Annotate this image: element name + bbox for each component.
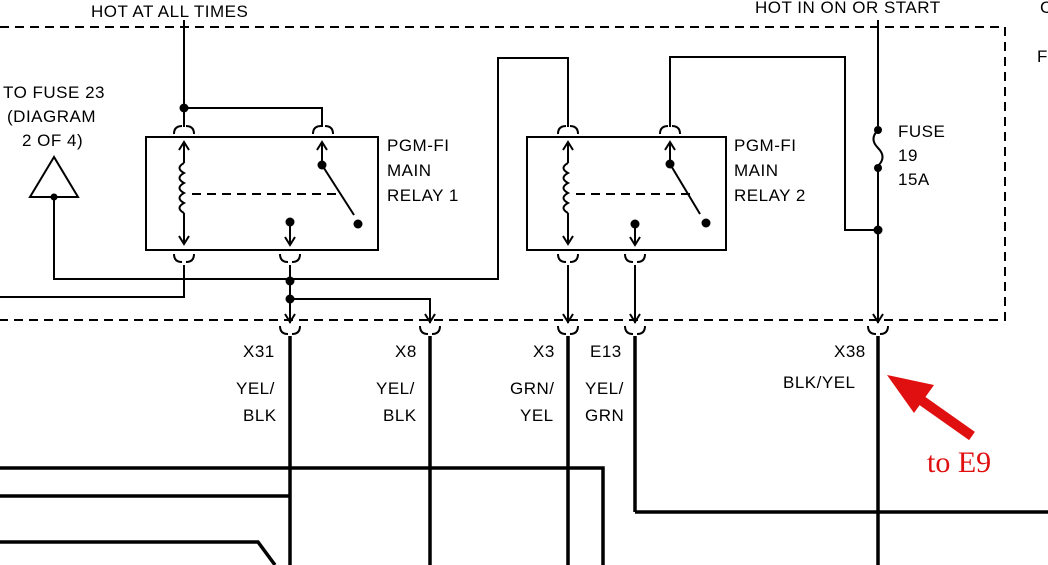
relay2-coil-arrow-bottom [562, 235, 574, 246]
relay1-label-line3: RELAY 1 [387, 186, 459, 205]
pgm-fi-main-relay-2 [526, 125, 727, 263]
splice-point [285, 276, 295, 286]
relay1-coil-arrow-bottom [178, 235, 190, 246]
relay2-terminal-coil-top [557, 125, 579, 135]
relay1-coil [178, 162, 187, 214]
to-fuse-line2: (DIAGRAM [7, 107, 96, 126]
wire-color-x31-line1: YEL/ [236, 379, 275, 398]
relay2-label-line2: MAIN [734, 161, 779, 180]
to-fuse-line1: TO FUSE 23 [3, 83, 105, 102]
annotation-arrow-shaft [918, 395, 975, 441]
relay1-switch-blade [321, 164, 355, 216]
wire-color-x3-line1: GRN/ [510, 379, 555, 398]
off-page-reference-point [50, 193, 58, 201]
e13-connector [624, 325, 646, 335]
connector-x8: X8 [395, 342, 417, 361]
x31-connector [279, 325, 301, 335]
wire-color-x31-line2: BLK [243, 406, 277, 425]
relay2-coil-arrow-top [562, 140, 574, 151]
connector-x38: X38 [834, 342, 866, 361]
relay2-switch-blade [669, 163, 701, 215]
relay2-switch-feed-wire [669, 56, 878, 231]
connector-e13: E13 [590, 342, 622, 361]
relay1-label-line2: MAIN [387, 161, 432, 180]
fuse-label-line1: FUSE [898, 122, 945, 141]
edge-label-c: C [1040, 0, 1048, 17]
relay1-terminal-coil-bottom [173, 253, 195, 263]
x31-arrow [284, 313, 296, 324]
wire-color-x8-line1: YEL/ [376, 379, 415, 398]
to-fuse-line3: 2 OF 4) [22, 131, 83, 150]
relay1-coil-arrow-top [178, 140, 190, 151]
connector-x31: X31 [243, 342, 275, 361]
relay1-terminal-switch-top [312, 125, 334, 135]
relay1-label-line1: PGM-FI [387, 136, 450, 155]
wire-color-e13-line1: YEL/ [585, 379, 624, 398]
x3-connector [557, 325, 579, 335]
wire-color-e13-line2: GRN [585, 406, 624, 425]
x38-connector [867, 325, 889, 335]
wire-color-x8-line2: BLK [383, 406, 417, 425]
fuse-label-line2: 19 [898, 146, 918, 165]
wire-color-x38: BLK/YEL [783, 373, 856, 392]
relay1-output-arrow [284, 236, 296, 247]
relay2-label-line3: RELAY 2 [734, 186, 806, 205]
relay2-terminal-switch-bottom [624, 253, 646, 263]
relay2-label-line1: PGM-FI [734, 136, 797, 155]
relay1-terminal-switch-bottom [279, 253, 301, 263]
x8-arrow [424, 313, 436, 324]
connector-x3: X3 [533, 342, 555, 361]
relay2-box [526, 136, 727, 251]
relay1-switch-arrow [316, 140, 328, 151]
fuse23-feed-wire [53, 57, 569, 280]
pgm-fi-main-relay-1 [145, 125, 379, 263]
relay2-switch-contact [701, 218, 711, 228]
hot-at-all-times-label: HOT AT ALL TIMES [91, 2, 248, 21]
fuse-label-line3: 15A [898, 170, 930, 189]
annotation-text: to E9 [927, 446, 991, 479]
edge-label-f: F [1037, 47, 1048, 66]
e13-arrow [629, 313, 641, 324]
under-dash-fuse-box-outline [0, 26, 1006, 321]
relay1-feed-wire [184, 107, 323, 127]
relay2-terminal-coil-bottom [557, 253, 579, 263]
relay1-terminal-coil-top [173, 125, 195, 135]
annotation-arrowhead [887, 375, 934, 413]
fuse-19 [872, 129, 884, 167]
wire-color-x3-line2: YEL [520, 406, 554, 425]
harness-branch-wire-1 [0, 466, 605, 565]
splice-point [873, 225, 883, 235]
relay1-switch-contact [353, 219, 363, 229]
relay2-output-arrow [629, 236, 641, 247]
relay2-switch-arrow [664, 140, 676, 151]
harness-branch-wire-3 [0, 540, 277, 565]
off-page-reference-triangle [28, 155, 80, 198]
x38-arrow [872, 313, 884, 324]
hot-in-on-or-start-label: HOT IN ON OR START [755, 0, 941, 17]
relay1-coil-return-wire [0, 265, 185, 298]
x8-branch-wire [290, 298, 431, 323]
connector-cups [279, 325, 889, 335]
x8-connector [419, 325, 441, 335]
relay2-terminal-switch-top [659, 125, 681, 135]
x3-arrow [562, 313, 574, 324]
relay2-coil [562, 162, 571, 214]
relay1-box [145, 136, 379, 251]
